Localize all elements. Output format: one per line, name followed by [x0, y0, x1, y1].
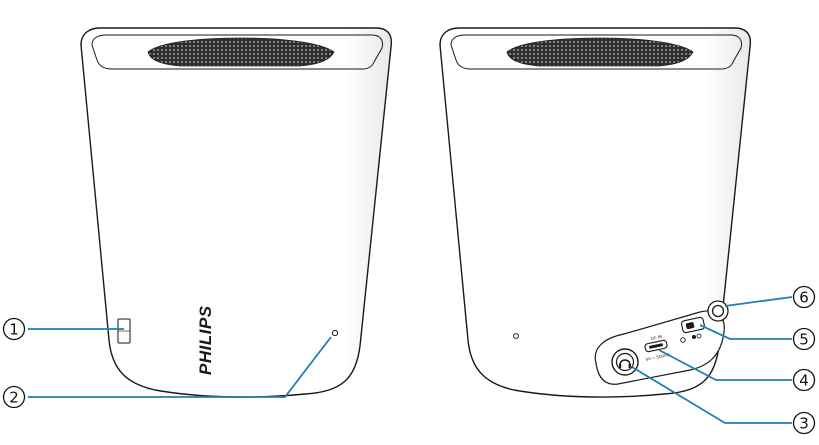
- svg-text:2: 2: [9, 389, 19, 407]
- speaker-back-grille: [506, 37, 694, 67]
- callout-1: 1: [2, 317, 26, 341]
- dc-in-spec: 5V ⎓ 500mA: [645, 352, 671, 362]
- speaker-front-grille: [147, 37, 335, 67]
- callout-6: 6: [792, 285, 816, 309]
- led-indicator: [331, 329, 339, 337]
- speaker-back: DC IN 5V ⎓ 500mA: [439, 27, 752, 398]
- svg-text:1: 1: [9, 321, 19, 339]
- callout-line-2: [28, 336, 332, 398]
- back-hole: [513, 333, 519, 339]
- pairing-button: [711, 304, 725, 318]
- callout-line-4: [658, 349, 792, 381]
- brand-logo: PHILIPS: [196, 305, 215, 375]
- callout-line-6: [724, 296, 793, 307]
- callout-2: 2: [2, 385, 26, 409]
- callout-markers: 1 2 3 4 5 6: [2, 285, 816, 435]
- speaker-front-body: [80, 27, 393, 398]
- svg-text:3: 3: [799, 415, 809, 433]
- svg-text:6: 6: [799, 289, 809, 307]
- callout-line-3: [631, 366, 792, 424]
- indicator-dot: [680, 337, 686, 343]
- speaker-back-rim: [450, 34, 742, 70]
- callout-3: 3: [792, 411, 816, 435]
- callout-4: 4: [792, 368, 816, 392]
- svg-text:5: 5: [799, 331, 809, 349]
- callout-5: 5: [792, 327, 816, 351]
- callout-line-5: [699, 324, 792, 340]
- speaker-back-body: [439, 27, 752, 398]
- dc-in-label: DC IN: [650, 334, 662, 341]
- speaker-front: PHILIPS: [80, 27, 393, 398]
- speaker-front-rim: [91, 34, 383, 70]
- svg-text:4: 4: [799, 372, 809, 390]
- callout-lines: [28, 296, 793, 424]
